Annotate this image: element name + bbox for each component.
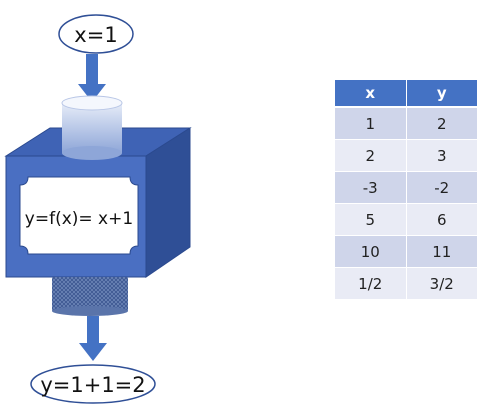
table-cell: 6: [406, 203, 477, 236]
input-ellipse: [58, 14, 134, 54]
table-row: 10 11: [335, 235, 477, 268]
function-machine-diagram: x=1 y=f(x)= x+1 y=1+1=2: [4, 14, 192, 404]
table-cell: -3: [335, 171, 407, 204]
table-row: 1/2 3/2: [335, 267, 477, 300]
input-label: x=1: [74, 23, 117, 47]
column-header-x: x: [335, 80, 407, 108]
table-cell: 1: [335, 107, 407, 140]
table-row: 2 3: [335, 139, 477, 172]
output-label: y=1+1=2: [40, 373, 145, 397]
table-cell: 2: [406, 107, 477, 140]
table-row: -3 -2: [335, 171, 477, 204]
function-label-panel: y=f(x)= x+1: [19, 176, 139, 255]
table-cell: 3: [406, 139, 477, 172]
table-cell: 5: [335, 203, 407, 236]
input-node: x=1: [58, 14, 134, 54]
input-output-table: x y 1 2 2 3 -3 -2 5 6 10 11 1/2 3/2: [335, 80, 477, 300]
function-label: y=f(x)= x+1: [25, 209, 133, 229]
table-row: 5 6: [335, 203, 477, 236]
input-arrow: [78, 54, 106, 102]
table-cell: 10: [335, 235, 407, 268]
table-cell: 1/2: [335, 267, 407, 300]
output-cylinder: [52, 277, 128, 316]
input-cylinder: [61, 95, 123, 160]
table-cell: 2: [335, 139, 407, 172]
column-header-y: y: [406, 80, 477, 108]
table-cell: 11: [406, 235, 477, 268]
output-ellipse: [30, 364, 156, 404]
output-arrow: [79, 316, 107, 361]
table-header-row: x y: [335, 80, 477, 108]
output-node: y=1+1=2: [30, 364, 156, 404]
table-cell: -2: [406, 171, 477, 204]
table-row: 1 2: [335, 107, 477, 140]
table-cell: 3/2: [406, 267, 477, 300]
